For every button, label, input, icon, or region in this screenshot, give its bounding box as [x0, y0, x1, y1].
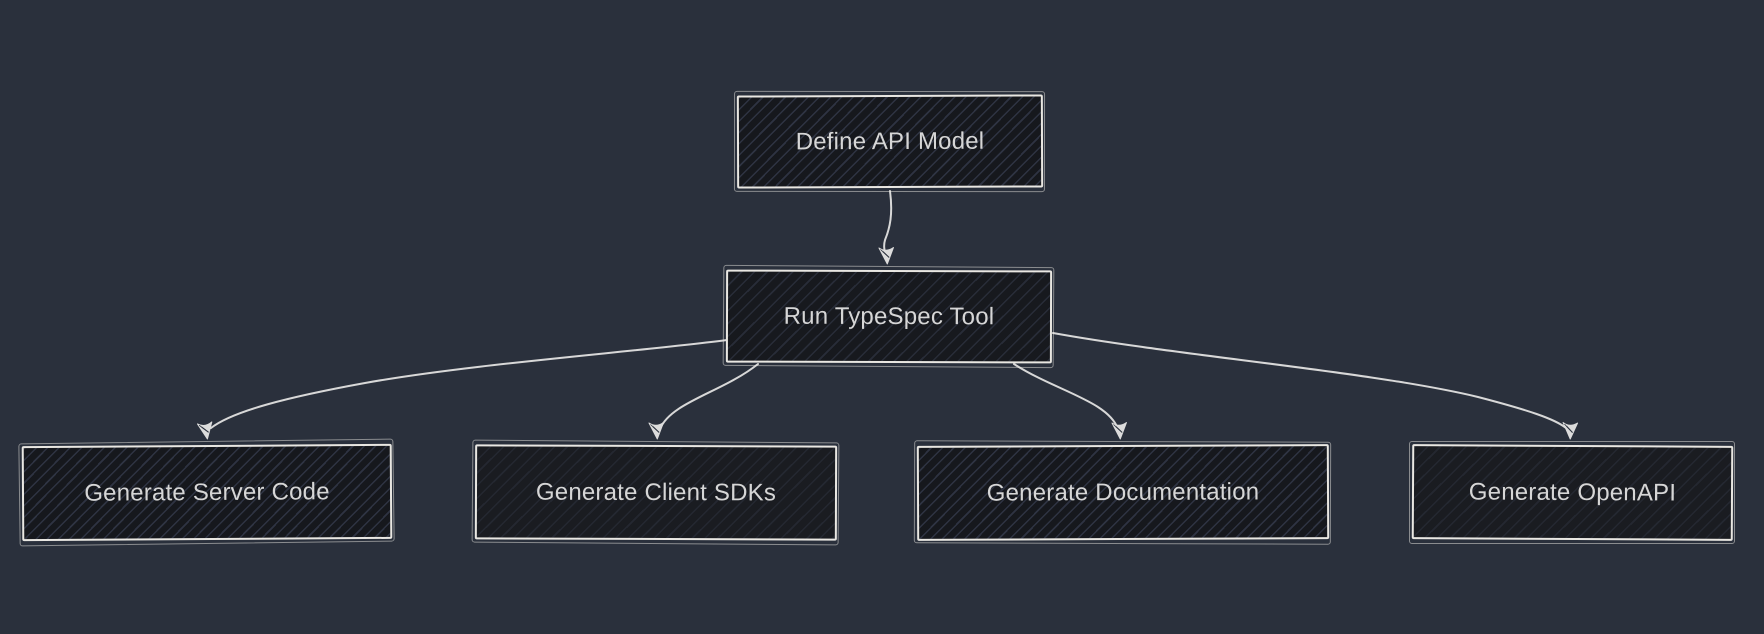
node-label: Run TypeSpec Tool — [783, 302, 995, 330]
edge-run-to-client-sdks — [659, 363, 759, 430]
node-generate-client-sdks: Generate Client SDKs — [474, 444, 838, 541]
node-label: Generate Server Code — [84, 477, 330, 507]
node-label: Generate OpenAPI — [1468, 477, 1677, 507]
node-define-api-model: Define API Model — [736, 94, 1044, 189]
node-label: Generate Client SDKs — [535, 478, 777, 506]
node-generate-openapi: Generate OpenAPI — [1411, 444, 1734, 541]
node-label: Define API Model — [795, 127, 985, 155]
node-generate-server-code: Generate Server Code — [21, 443, 393, 542]
node-label: Generate Documentation — [986, 477, 1260, 507]
node-run-typespec-tool: Run TypeSpec Tool — [725, 269, 1053, 364]
edge-run-to-server-code — [210, 339, 728, 429]
node-generate-documentation: Generate Documentation — [916, 444, 1330, 541]
edge-run-to-openapi — [1052, 332, 1567, 429]
edge-define-to-run — [883, 190, 893, 257]
edge-run-to-documentation — [1013, 363, 1119, 430]
